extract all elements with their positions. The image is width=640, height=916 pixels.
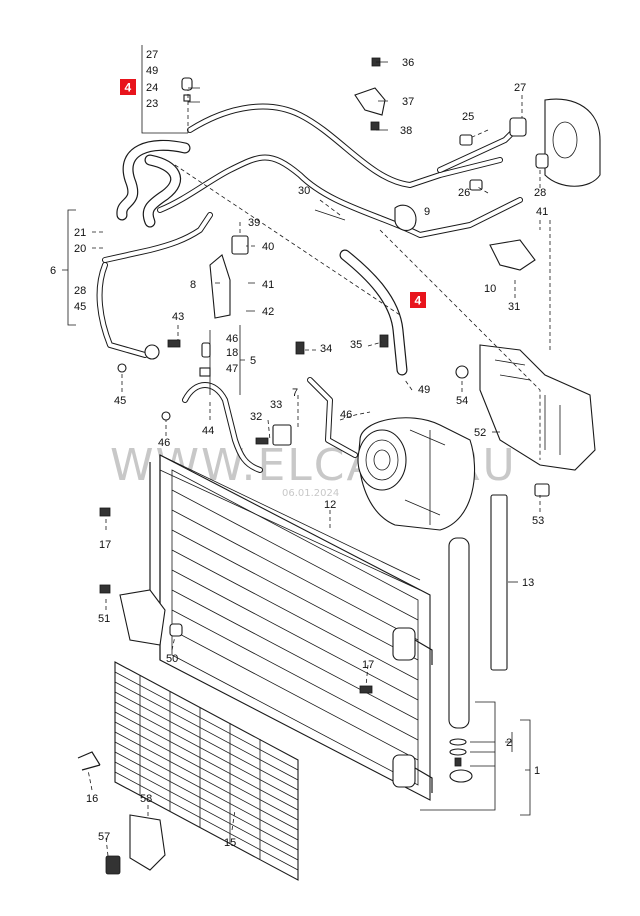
callout-53: 53 bbox=[532, 515, 544, 527]
callout-13: 13 bbox=[522, 577, 534, 589]
reference-tag-top[interactable]: 4 bbox=[120, 79, 136, 95]
callout-2: 2 bbox=[506, 737, 512, 749]
callout-30: 30 bbox=[298, 185, 310, 197]
ac-compressor bbox=[357, 417, 476, 531]
callout-39: 39 bbox=[248, 217, 260, 229]
callout-18: 18 bbox=[226, 347, 238, 359]
callout-21: 21 bbox=[74, 227, 86, 239]
callout-17: 17 bbox=[99, 539, 111, 551]
callout-44: 44 bbox=[202, 425, 214, 437]
callout-20: 20 bbox=[74, 243, 86, 255]
tag-box bbox=[410, 292, 426, 308]
callout-31: 31 bbox=[508, 301, 520, 313]
callout-1: 1 bbox=[534, 765, 540, 777]
callout-26: 26 bbox=[458, 187, 470, 199]
callout-32: 32 bbox=[250, 411, 262, 423]
callout-10: 10 bbox=[484, 283, 496, 295]
receiver-drier bbox=[448, 494, 508, 783]
callout-8: 8 bbox=[190, 279, 196, 291]
watermark-date: 06.01.2024 bbox=[282, 488, 339, 499]
tag-text: 4 bbox=[125, 81, 132, 95]
callout-15: 15 bbox=[224, 837, 236, 849]
callout-27: 27 bbox=[514, 82, 526, 94]
callout-46: 46 bbox=[340, 409, 352, 421]
callout-5: 5 bbox=[250, 355, 256, 367]
callout-28: 28 bbox=[534, 187, 546, 199]
callout-17: 17 bbox=[362, 659, 374, 671]
callout-54: 54 bbox=[456, 395, 468, 407]
callout-41: 41 bbox=[262, 279, 274, 291]
callout-labels: 27 49 24 23 36 37 38 27 25 26 28 30 9 41… bbox=[50, 49, 548, 849]
small-parts bbox=[77, 57, 550, 875]
callout-42: 42 bbox=[262, 306, 274, 318]
grille bbox=[114, 661, 299, 881]
callout-50: 50 bbox=[166, 653, 178, 665]
callout-27: 27 bbox=[146, 49, 158, 61]
callout-46: 46 bbox=[226, 333, 238, 345]
callout-45: 45 bbox=[114, 395, 126, 407]
heat-shield bbox=[479, 344, 596, 471]
callout-52: 52 bbox=[474, 427, 486, 439]
callout-45: 45 bbox=[74, 301, 86, 313]
callout-43: 43 bbox=[172, 311, 184, 323]
leader-lines bbox=[62, 45, 551, 857]
callout-58: 58 bbox=[140, 793, 152, 805]
refrigerant-lines bbox=[96, 98, 601, 473]
condenser bbox=[149, 454, 433, 801]
callout-24: 24 bbox=[146, 82, 158, 94]
callout-38: 38 bbox=[400, 125, 412, 137]
callout-37: 37 bbox=[402, 96, 414, 108]
tag-box bbox=[120, 79, 136, 95]
callout-49: 49 bbox=[146, 65, 158, 77]
callout-33: 33 bbox=[270, 399, 282, 411]
callout-36: 36 bbox=[402, 57, 414, 69]
callout-34: 34 bbox=[320, 343, 332, 355]
callout-40: 40 bbox=[262, 241, 274, 253]
callout-7: 7 bbox=[292, 387, 298, 399]
callout-35: 35 bbox=[350, 339, 362, 351]
callout-49: 49 bbox=[418, 384, 430, 396]
callout-41: 41 bbox=[536, 206, 548, 218]
callout-57: 57 bbox=[98, 831, 110, 843]
callout-16: 16 bbox=[86, 793, 98, 805]
reference-tag-middle[interactable]: 4 bbox=[410, 292, 426, 308]
callout-6: 6 bbox=[50, 265, 56, 277]
callout-47: 47 bbox=[226, 363, 238, 375]
callout-23: 23 bbox=[146, 98, 158, 110]
callout-51: 51 bbox=[98, 613, 110, 625]
callout-9: 9 bbox=[424, 206, 430, 218]
callout-46: 46 bbox=[158, 437, 170, 449]
tag-text: 4 bbox=[415, 294, 422, 308]
callout-28: 28 bbox=[74, 285, 86, 297]
callout-12: 12 bbox=[324, 499, 336, 511]
callout-25: 25 bbox=[462, 111, 474, 123]
